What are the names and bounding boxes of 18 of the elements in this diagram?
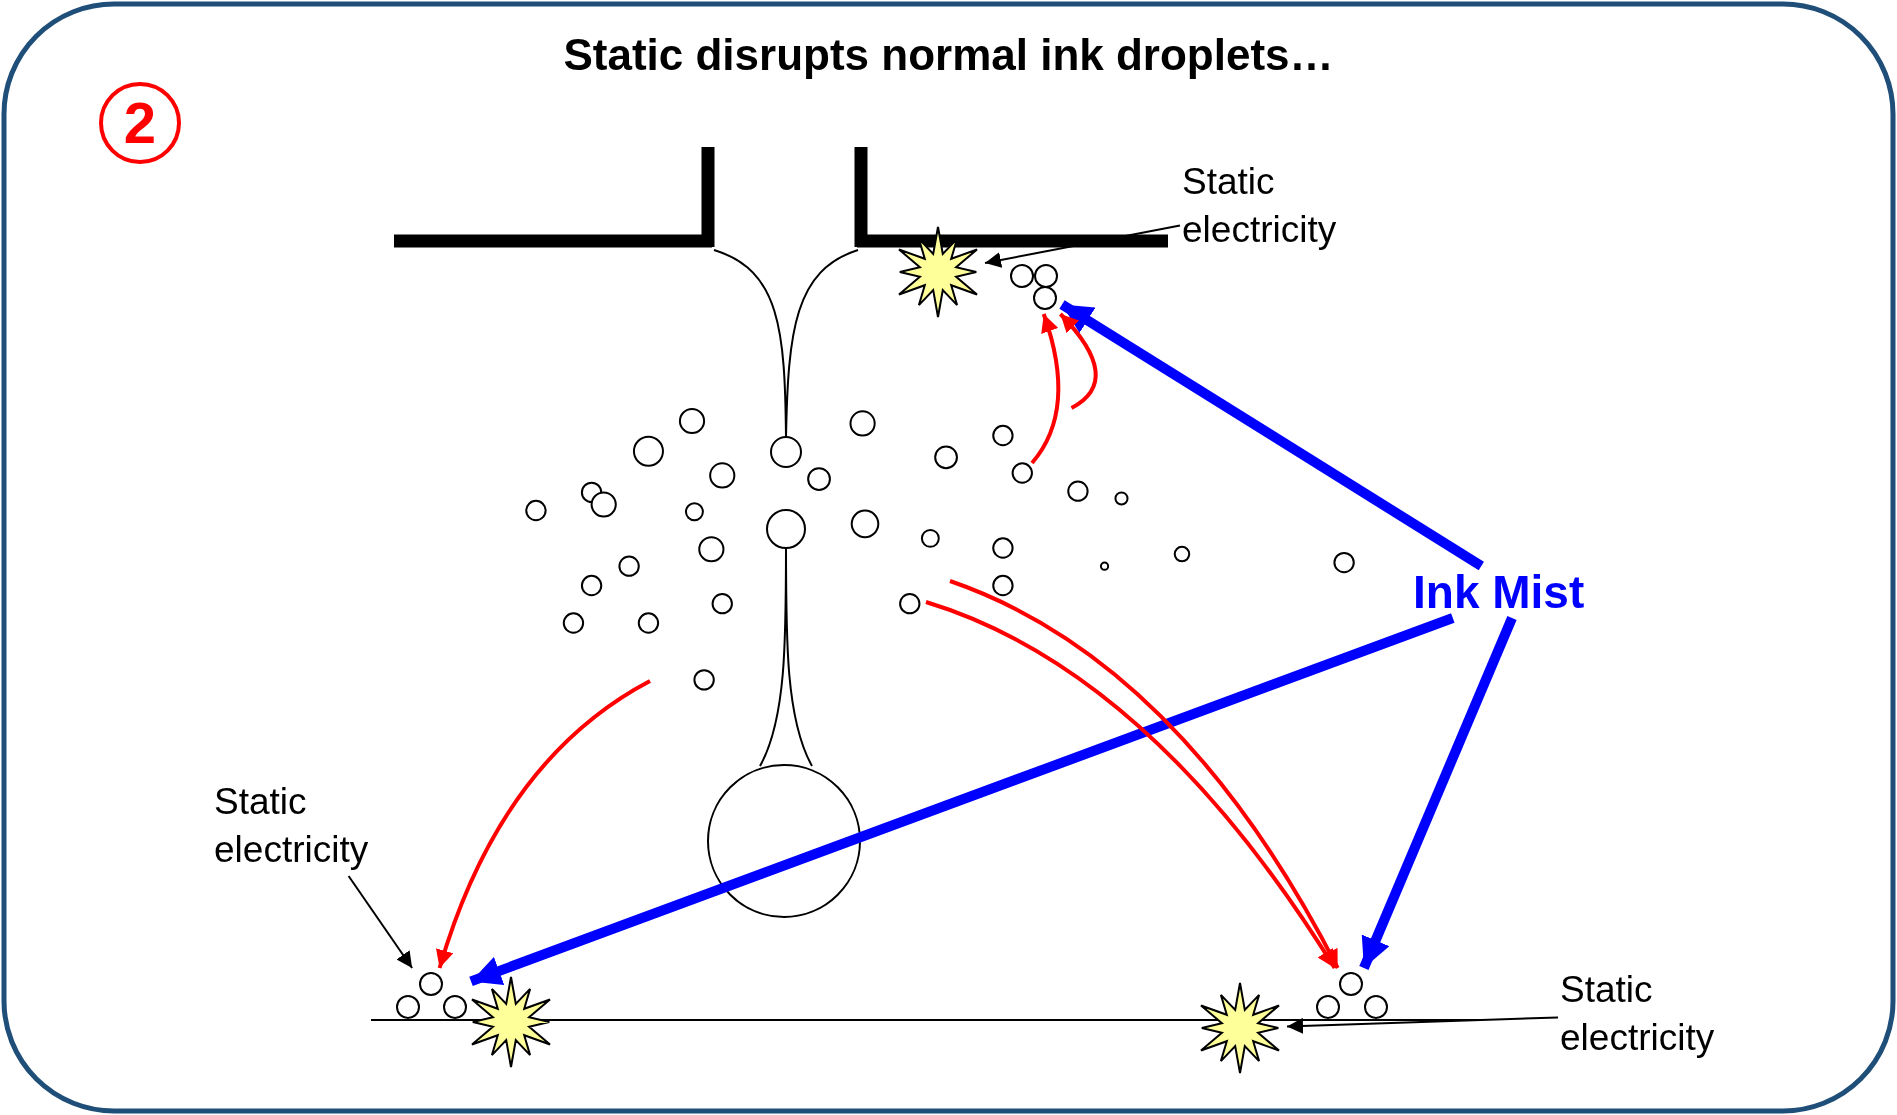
arrow [1359,616,1517,970]
leader-line [347,875,414,969]
callout-number: 2 [99,82,181,164]
droplet-cluster-icon [394,970,469,1022]
arrow [469,613,1455,987]
arrow [436,679,651,969]
arrow [1059,300,1484,571]
droplet-cluster-icon [1314,970,1390,1022]
droplet-cluster-icon [1008,262,1060,312]
leader-line [1286,1016,1559,1034]
title: Static disrupts normal ink droplets… [562,30,1335,80]
arrow [1030,313,1061,465]
static-electricity-label: Static electricity [1560,966,1760,1062]
static-electricity-label: Static electricity [214,778,414,874]
ink-mist-label: Ink Mist [1413,568,1633,616]
leader-line [984,224,1181,268]
arrow [1058,312,1098,410]
static-electricity-label: Static electricity [1182,158,1382,254]
